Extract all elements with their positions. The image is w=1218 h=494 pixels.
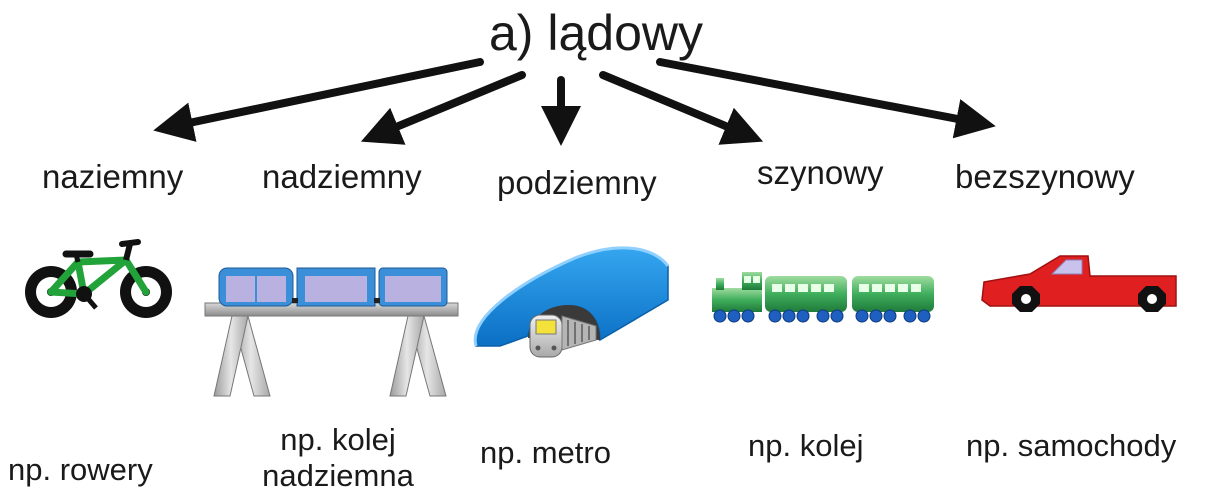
bicycle-icon xyxy=(25,239,172,318)
category-label-szynowy: szynowy xyxy=(757,154,884,191)
arrow-naziemny xyxy=(153,58,484,142)
arrows xyxy=(153,58,996,146)
example-nadziemny-line1: np. kolej xyxy=(280,422,396,457)
arrow-nadziemny xyxy=(360,71,526,145)
category-label-podziemny: podziemny xyxy=(497,164,657,201)
car-icon xyxy=(981,255,1177,312)
example-nadziemny: np. kolej nadziemna xyxy=(244,424,432,491)
example-bezszynowy: np. samochody xyxy=(966,428,1177,463)
example-naziemny: np. rowery xyxy=(8,452,153,487)
category-label-bezszynowy: bezszynowy xyxy=(955,158,1135,195)
metro-tunnel-icon xyxy=(473,246,670,358)
arrow-szynowy xyxy=(599,71,764,145)
train-icon xyxy=(712,272,934,323)
example-nadziemny-line2: nadziemna xyxy=(262,458,414,493)
category-label-nadziemny: nadziemny xyxy=(262,158,422,195)
diagram-title: a) lądowy xyxy=(489,5,703,61)
arrow-bezszynowy xyxy=(656,58,996,139)
elevated-train-icon xyxy=(204,267,459,397)
example-podziemny: np. metro xyxy=(480,435,611,470)
category-label-naziemny: naziemny xyxy=(42,158,184,195)
example-szynowy: np. kolej xyxy=(748,428,864,463)
